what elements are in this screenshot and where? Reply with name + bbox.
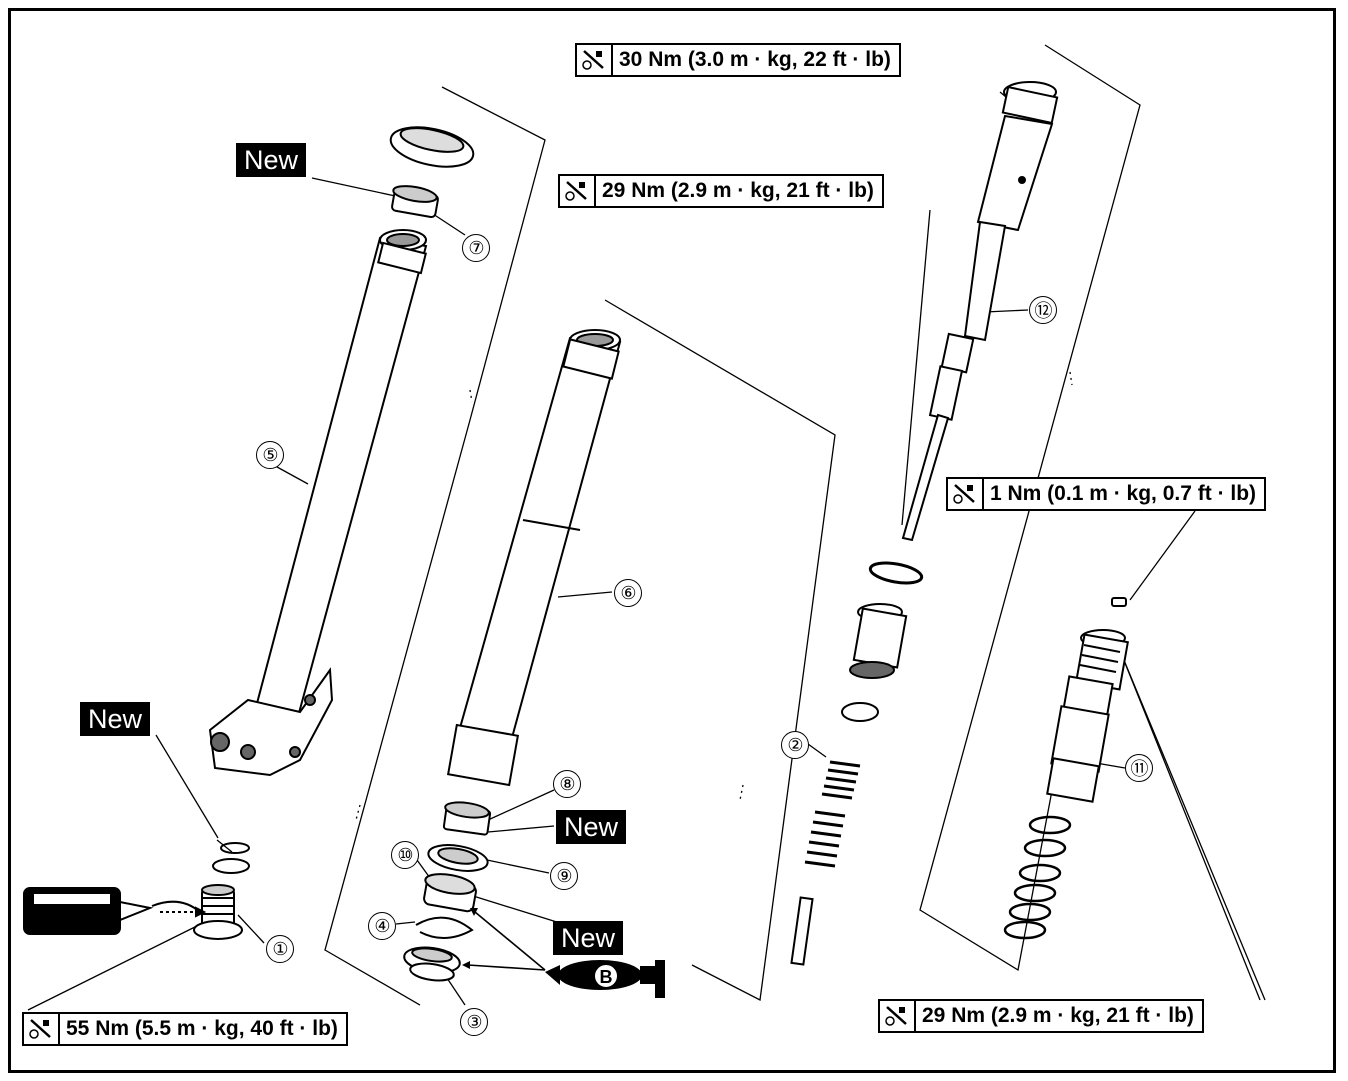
torque-spec-box: 29 Nm (2.9 m · kg, 21 ft · lb) [558, 174, 884, 208]
part-8-bushing [442, 801, 492, 836]
callout-11: ⑪ [1125, 754, 1153, 782]
part-2-spring [804, 760, 861, 868]
shim-rings [1003, 815, 1072, 940]
torque-value: 29 Nm (2.9 m · kg, 21 ft · lb) [602, 179, 874, 202]
torque-spec-box: 55 Nm (5.5 m · kg, 40 ft · lb) [22, 1012, 348, 1046]
grease-gun-icon: B [462, 908, 665, 998]
callout-12: ⑫ [1029, 296, 1057, 324]
torque-wrench-icon [24, 1014, 60, 1044]
collar [841, 702, 879, 722]
new-part-tag: New [553, 921, 624, 955]
part-12-damper-rod [901, 81, 1059, 542]
torque-wrench-icon [948, 479, 984, 509]
callout-7: ⑦ [462, 234, 490, 262]
torque-value: 29 Nm (2.9 m · kg, 21 ft · lb) [922, 1004, 1194, 1027]
torque-spec-box: 1 Nm (0.1 m · kg, 0.7 ft · lb) [946, 477, 1267, 511]
part-5-outer-tube [208, 229, 428, 777]
callout-4: ④ [368, 912, 396, 940]
new-part-tag: New [236, 143, 307, 177]
rod-pin [790, 896, 814, 966]
thread-locker-tube [23, 887, 207, 935]
callout-6: ⑥ [614, 579, 642, 607]
part-9-washer [427, 844, 489, 872]
new-part-tag: New [80, 702, 151, 736]
torque-wrench-icon [560, 176, 596, 206]
part-11-cartridge [1046, 597, 1129, 803]
part-10-oil-seal [423, 873, 477, 913]
torque-value: 30 Nm (3.0 m · kg, 22 ft · lb) [619, 48, 891, 71]
new-part-tag: New [556, 810, 627, 844]
torque-wrench-icon [880, 1001, 916, 1031]
lubricant-symbol-b: B [600, 967, 613, 987]
callout-2: ② [781, 731, 809, 759]
part-7-bushing [391, 185, 439, 219]
part-1-bolt [193, 884, 243, 940]
assembly-bracket-mid [604, 299, 836, 1002]
spring-ring [868, 561, 924, 585]
assembly-bracket-left [324, 86, 546, 1006]
callout-10: ⑩ [391, 841, 419, 869]
part-6-inner-tube [446, 329, 622, 787]
callout-1: ① [266, 935, 294, 963]
torque-value: 55 Nm (5.5 m · kg, 40 ft · lb) [66, 1017, 338, 1040]
piston-holder [849, 603, 908, 679]
torque-spec-box: 29 Nm (2.9 m · kg, 21 ft · lb) [878, 999, 1204, 1033]
callout-8: ⑧ [553, 770, 581, 798]
torque-value: 1 Nm (0.1 m · kg, 0.7 ft · lb) [990, 482, 1257, 505]
part-3-dust-seal [403, 946, 461, 982]
callout-5: ⑤ [256, 441, 284, 469]
torque-wrench-icon [577, 45, 613, 75]
callout-9: ⑨ [550, 862, 578, 890]
assembly-bracket-right [919, 44, 1141, 972]
o-ring-small [212, 842, 250, 874]
torque-spec-box: 30 Nm (3.0 m · kg, 22 ft · lb) [575, 43, 901, 77]
oil-seal-top [389, 126, 475, 168]
part-4-clip [415, 916, 474, 939]
callout-3: ③ [460, 1008, 488, 1036]
diagram-frame [8, 8, 1336, 1073]
